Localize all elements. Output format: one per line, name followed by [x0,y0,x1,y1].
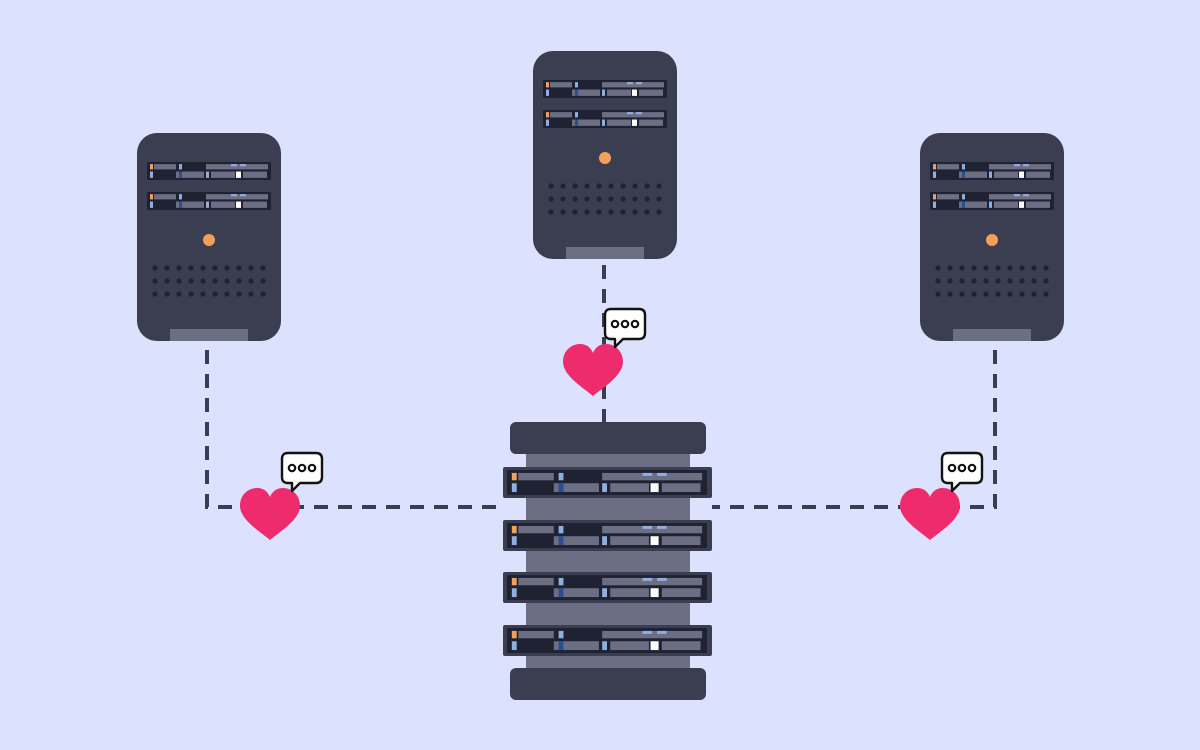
vent-grille [935,265,1049,297]
vent-grille [152,265,266,297]
tower-server-right [920,133,1064,341]
drive-bay [930,192,1054,210]
chat-bubble-icon [603,307,647,349]
tower-foot [953,329,1031,341]
edge-marker-right [900,451,984,540]
power-led [986,234,998,246]
drive-bay [507,628,707,653]
heart-icon [240,488,300,540]
drive-bay [507,470,707,495]
rack-server-center [503,422,712,700]
edge-marker-center [563,307,647,396]
edge-marker-left [240,451,324,540]
led-orange [150,194,153,200]
drive-bay [147,162,271,180]
drive-bay [507,523,707,548]
rack-base [510,668,706,700]
led-orange [511,577,517,586]
vent-grille [548,183,662,215]
led-orange [150,164,153,170]
rack-unit [503,467,712,498]
drive-bay [543,80,667,98]
rack-unit [503,572,712,603]
led-orange [546,82,549,88]
tower-server-left [137,133,281,341]
rack-unit [503,625,712,656]
drive-bay [507,575,707,600]
drive-bay [147,192,271,210]
power-led [599,152,611,164]
led-orange [511,472,517,481]
led-orange [933,194,936,200]
tower-server-center [533,51,677,259]
heart-icon [563,344,623,396]
drive-bay [543,110,667,128]
rack-top-cap [510,422,706,454]
edge-left-to-rack [205,350,503,509]
led-orange [511,630,517,639]
edge-right-to-rack [712,350,997,509]
chat-bubble-icon [940,451,984,493]
led-orange [546,112,549,118]
led-orange [933,164,936,170]
chat-bubble-icon [280,451,324,493]
led-orange [511,525,517,534]
tower-foot [170,329,248,341]
power-led [203,234,215,246]
drive-bay [930,162,1054,180]
rack-unit [503,520,712,551]
heart-icon [900,488,960,540]
tower-foot [566,247,644,259]
